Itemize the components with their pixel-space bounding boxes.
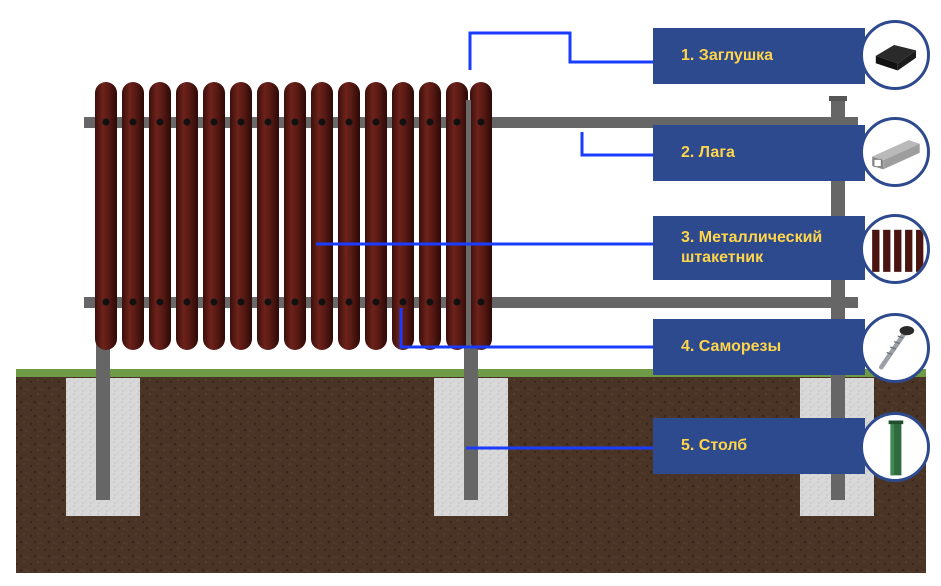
leader-line-rail (580, 132, 655, 157)
component-label-text: 4. Саморезы (681, 338, 782, 355)
picket (470, 82, 492, 350)
post-middle-front (466, 100, 471, 350)
fence-post-icon (860, 412, 930, 482)
component-label-text: 1. Заглушка (681, 47, 774, 64)
picket (365, 82, 387, 350)
picket-row (95, 82, 492, 350)
picket (311, 82, 333, 350)
component-label-post: 5. Столб (653, 418, 865, 474)
picket (338, 82, 360, 350)
picket (95, 82, 117, 350)
component-label-cap: 1. Заглушка (653, 28, 865, 84)
component-label-text: 5. Столб (681, 437, 748, 454)
screws-bottom (102, 298, 485, 306)
component-label-rail: 2. Лага (653, 125, 865, 181)
rectangular-tube-icon (860, 117, 930, 187)
picket (446, 82, 468, 350)
picket (122, 82, 144, 350)
component-label-picket: 3. Металлический штакетник (653, 216, 865, 280)
leader-line-cap (468, 31, 655, 70)
post-cap-icon (860, 20, 930, 90)
screws-top (102, 118, 485, 126)
component-label-text: 3. Металлический штакетник (681, 229, 823, 266)
component-label-screws: 4. Саморезы (653, 319, 865, 375)
self-tapping-screw-icon (860, 313, 930, 383)
leader-line-screws (399, 308, 655, 349)
picket (257, 82, 279, 350)
rail-gaps (117, 117, 446, 308)
picket-slats-icon (860, 214, 930, 284)
picket (149, 82, 171, 350)
picket (392, 82, 414, 350)
picket (203, 82, 225, 350)
picket (419, 82, 441, 350)
post-right-cap (829, 96, 847, 101)
picket (284, 82, 306, 350)
picket (230, 82, 252, 350)
component-label-text: 2. Лага (681, 144, 735, 161)
post-left (96, 344, 110, 500)
picket (176, 82, 198, 350)
